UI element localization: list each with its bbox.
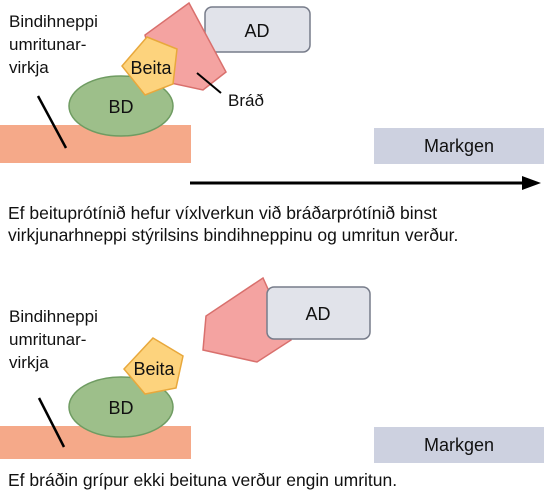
bait-label-bottom: Beita	[133, 359, 175, 379]
reporter-gene-box-top	[374, 128, 544, 164]
prey-pointer-line	[196, 72, 222, 94]
activation-domain-top	[204, 6, 311, 53]
site-label-line1-bottom: Bindihneppi	[9, 307, 98, 326]
panel-top: Markgen BD AD Beita Bráð Bindihneppi umr…	[0, 1, 544, 190]
site-label-line1-top: Bindihneppi	[9, 12, 98, 31]
site-pointer-line-bottom	[37, 397, 66, 448]
site-label-line3-top: virkja	[9, 58, 49, 77]
activation-domain-bottom	[266, 286, 371, 340]
binding-domain-label-bottom: BD	[108, 398, 133, 418]
transcription-arrowhead	[522, 176, 541, 190]
reporter-gene-box-bottom	[374, 427, 544, 463]
bait-protein-top	[121, 36, 178, 96]
site-pointer-line-top	[36, 95, 68, 149]
bait-label-top: Beita	[130, 58, 172, 78]
binding-domain-label-top: BD	[108, 97, 133, 117]
site-label-line2-bottom: umritunar-	[9, 330, 86, 349]
panel-bottom: Markgen BD Beita AD Bindihneppi umrituna…	[0, 276, 544, 463]
activation-domain-label-top: AD	[244, 21, 269, 41]
activation-domain-label-bottom: AD	[305, 304, 330, 324]
caption-bottom: Ef bráðin grípur ekki beituna verður eng…	[8, 470, 398, 490]
reporter-gene-label-bottom: Markgen	[424, 435, 494, 455]
site-label-line2-top: umritunar-	[9, 35, 86, 54]
prey-label: Bráð	[228, 91, 264, 110]
bait-protein-bottom	[122, 337, 184, 395]
caption-top: Ef beituprótínið hefur víxlverkun við br…	[8, 203, 459, 245]
reporter-gene-label-top: Markgen	[424, 136, 494, 156]
site-label-line3-bottom: virkja	[9, 353, 49, 372]
